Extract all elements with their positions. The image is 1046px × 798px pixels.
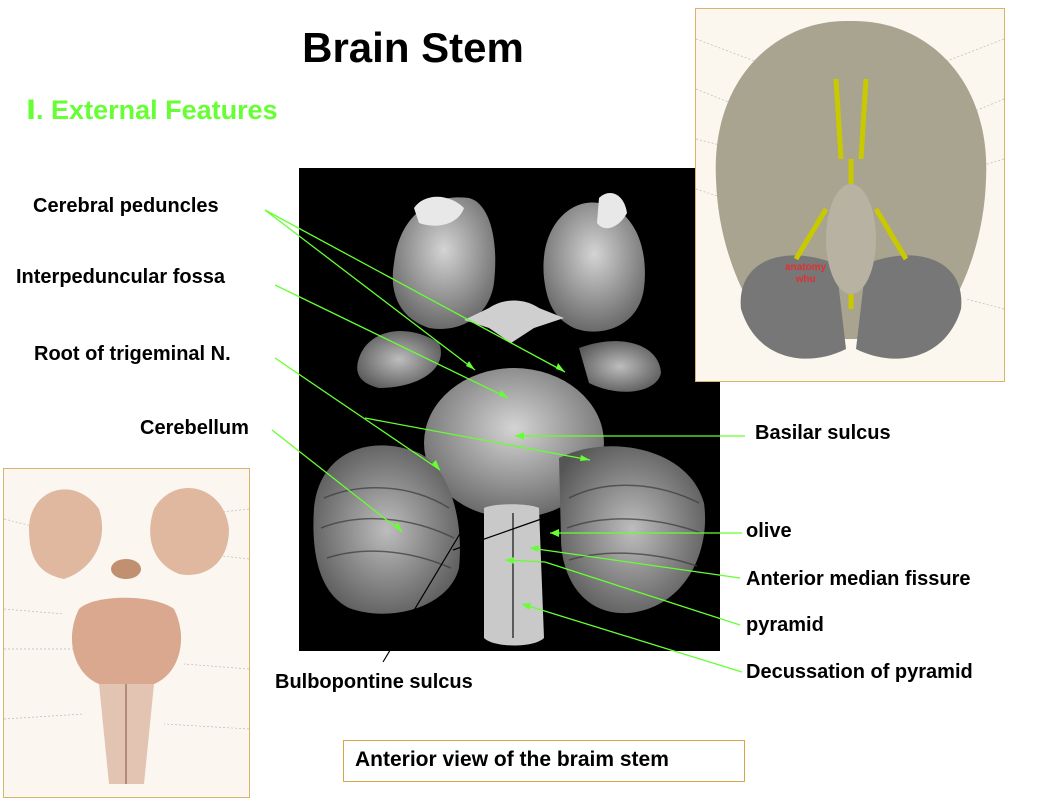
leader-cerebellum xyxy=(271,429,403,533)
label-pyramid: pyramid xyxy=(746,614,824,636)
leader-pyramid xyxy=(544,561,741,626)
brain-inferior-view-image xyxy=(695,8,1005,382)
section-subtitle: Ⅰ. External Features xyxy=(26,95,278,125)
label-cerebellum: Cerebellum xyxy=(140,417,249,439)
leader-root-trigeminal-2 xyxy=(364,417,591,461)
brainstem-illustration-image xyxy=(3,468,250,798)
leader-anterior-median-fissure xyxy=(529,547,741,579)
page-title: Brain Stem xyxy=(302,24,524,71)
leader-bulbopontine-sulcus-2 xyxy=(452,516,548,551)
label-decussation-of-pyramid: Decussation of pyramid xyxy=(746,661,973,683)
label-anterior-median-fissure: Anterior median fissure xyxy=(746,568,971,590)
label-interpeduncular-fossa: Interpeduncular fossa xyxy=(16,266,225,288)
leader-decussation xyxy=(521,603,743,673)
watermark-line-2: whu xyxy=(795,274,816,285)
label-bulbopontine-sulcus: Bulbopontine sulcus xyxy=(275,671,473,693)
leader-root-trigeminal xyxy=(274,357,441,471)
label-cerebral-peduncles: Cerebral peduncles xyxy=(33,195,219,217)
leader-cerebral-peduncles xyxy=(264,209,476,371)
leader-interpeduncular-fossa xyxy=(274,284,509,399)
image-watermark: anatomy whu xyxy=(785,262,826,286)
label-root-trigeminal: Root of trigeminal N. xyxy=(34,343,231,365)
watermark-line-1: anatomy xyxy=(785,262,827,273)
label-basilar-sulcus: Basilar sulcus xyxy=(755,422,891,444)
brainstem-specimen-photo xyxy=(299,168,720,651)
leader-bulbopontine-sulcus xyxy=(382,516,471,663)
label-olive: olive xyxy=(746,520,792,542)
figure-caption: Anterior view of the braim stem xyxy=(343,740,745,782)
leader-cerebral-peduncles-2 xyxy=(264,209,566,373)
